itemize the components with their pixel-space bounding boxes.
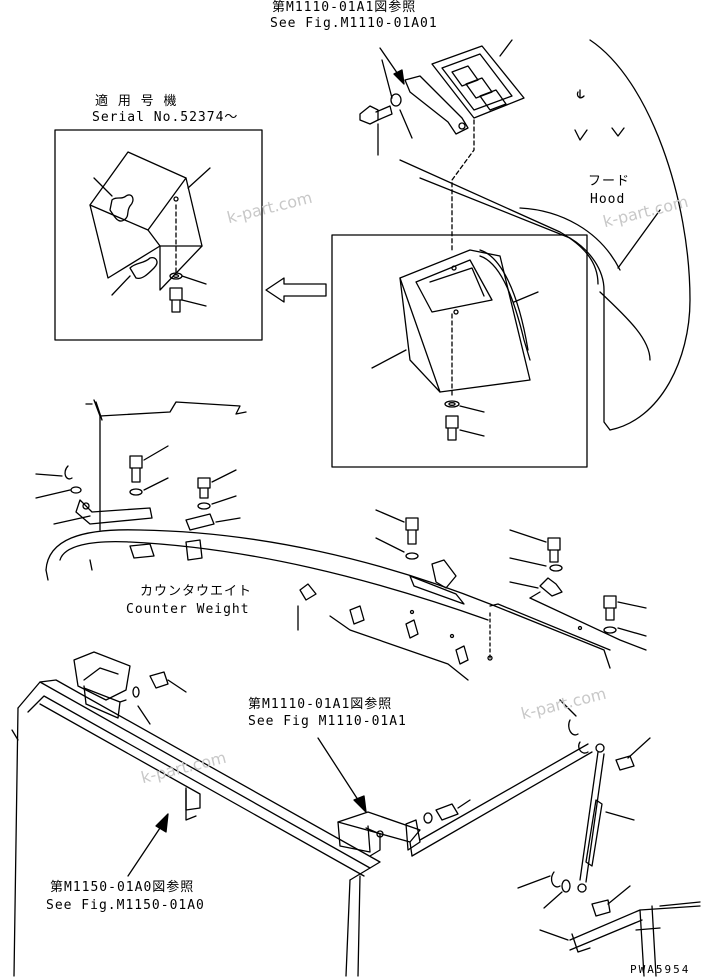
drawing-number: PWA5954 [630,963,691,976]
mid-ref-en[interactable]: See Fig M1110-01A1 [248,714,407,729]
counter-weight-body [45,529,611,681]
bottom-ref-en[interactable]: See Fig.M1150-01A0 [46,898,205,913]
bottom-ref-jp: 第M1150-01A0図参照 [50,880,195,895]
bottom-ref-arrow [127,813,169,877]
mid-ref-jp: 第M1110-01A1図参照 [248,697,393,712]
lower-hinge [337,743,593,857]
lower-left-frame [11,651,381,977]
hood-label-jp: フード [588,174,631,189]
hood-label-en: Hood [590,192,626,207]
hood-panel [399,39,691,431]
detail-inset-box [331,234,588,468]
rod-and-bolts [35,399,247,531]
mid-ref-arrow [317,737,367,813]
serial-label-jp: 適 用 号 機 [95,94,178,109]
counter-weight-label-jp: カウンタウエイト [140,584,253,599]
inset-arrow [265,277,327,303]
top-plate-assembly [359,39,525,156]
right-brackets [375,509,647,651]
top-ref-jp: 第M1110-01A1図参照 [272,0,417,15]
top-ref-arrow [379,47,405,85]
serial-inset-box [54,129,263,341]
gas-strut [517,699,701,977]
top-ref-en[interactable]: See Fig.M1110-01A01 [270,16,438,31]
serial-label-en: Serial No.52374～ [92,110,239,125]
counter-weight-label-en: Counter Weight [126,602,250,617]
